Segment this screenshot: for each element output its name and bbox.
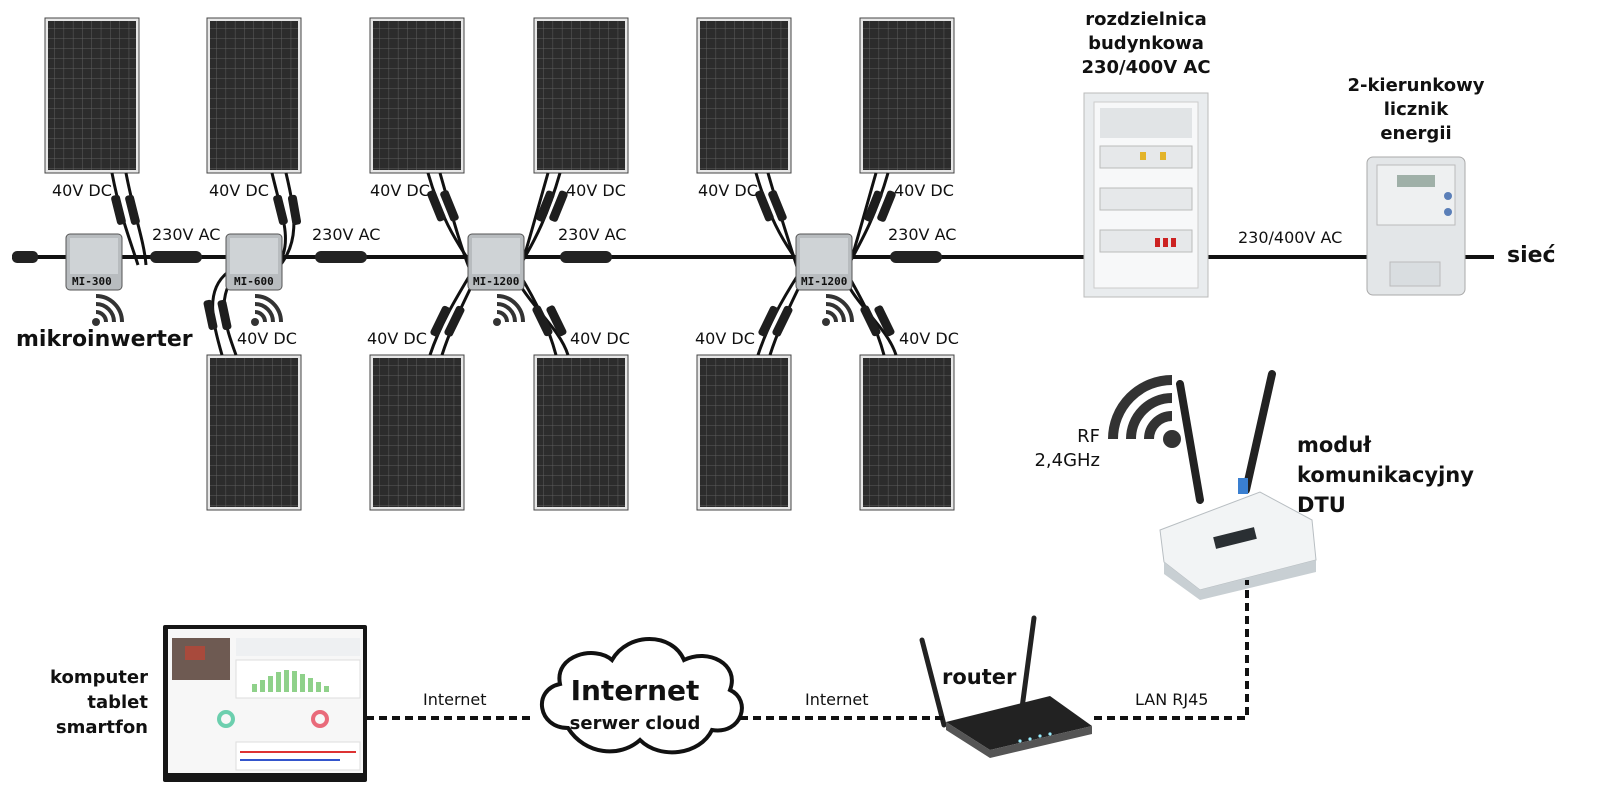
grid-line-voltage-label: 230/400V AC xyxy=(1238,228,1343,247)
distribution-board xyxy=(1083,92,1209,298)
microinverter-caption: mikroinwerter xyxy=(16,327,193,352)
dc-voltage-label: 40V DC xyxy=(52,181,112,200)
dtu-caption: moduł komunikacyjny DTU xyxy=(1297,433,1474,517)
solar-panel xyxy=(44,17,140,174)
dc-voltage-label: 40V DC xyxy=(570,329,630,348)
solar-panel xyxy=(206,17,302,174)
devices-caption: komputer tablet smartfon xyxy=(50,667,148,738)
ac-trunk-cable xyxy=(12,251,1494,263)
microinverter-model-label: MI-1200 xyxy=(801,275,848,288)
ac-voltage-label: 230V AC xyxy=(558,225,627,244)
router-caption: router xyxy=(942,665,1017,689)
wifi-signal-icon xyxy=(822,294,854,326)
cloud-subtitle: serwer cloud xyxy=(569,713,701,734)
solar-panel xyxy=(859,354,955,511)
microinverter-mi-300 xyxy=(65,233,123,291)
network-links xyxy=(366,580,1249,720)
ac-voltage-label: 230V AC xyxy=(888,225,957,244)
ac-voltage-label: 230V AC xyxy=(152,225,221,244)
computer-monitor xyxy=(163,625,367,782)
cloud-title: Internet xyxy=(570,674,700,707)
grid-caption: sieć xyxy=(1507,243,1556,268)
cloud-shape xyxy=(540,637,744,755)
dc-voltage-label: 40V DC xyxy=(237,329,297,348)
dtu-module xyxy=(1159,370,1317,600)
router xyxy=(919,615,1092,758)
internet-link-label: Internet xyxy=(805,690,869,709)
dc-voltage-label: 40V DC xyxy=(370,181,430,200)
wifi-signal-icon xyxy=(493,294,525,326)
dc-voltage-label: 40V DC xyxy=(566,181,626,200)
dc-voltage-label: 40V DC xyxy=(698,181,758,200)
distribution-board-caption: rozdzielnica budynkowa 230/400V AC xyxy=(1081,9,1211,78)
wifi-signal-icon xyxy=(251,294,283,326)
dc-voltage-label: 40V DC xyxy=(894,181,954,200)
internet-link-label: Internet xyxy=(423,690,487,709)
microinverter-model-label: MI-300 xyxy=(72,275,112,288)
lan-label: LAN RJ45 xyxy=(1135,690,1209,709)
microinverter-model-label: MI-600 xyxy=(234,275,274,288)
rf-frequency-label: RF 2,4GHz xyxy=(1034,426,1100,471)
microinverter-model-label: MI-1200 xyxy=(473,275,520,288)
energy-meter-caption: 2-kierunkowy licznik energii xyxy=(1347,75,1485,144)
dc-voltage-label: 40V DC xyxy=(695,329,755,348)
microinverter-mi-1200 xyxy=(467,233,525,291)
solar-panel xyxy=(533,17,629,174)
mc4-connectors xyxy=(111,190,896,337)
solar-panel xyxy=(533,354,629,511)
solar-panel xyxy=(206,354,302,511)
microinverter-mi-600 xyxy=(225,233,283,291)
solar-panel xyxy=(696,354,792,511)
solar-panel xyxy=(369,17,465,174)
dc-voltage-label: 40V DC xyxy=(899,329,959,348)
microinverter-mi-1200 xyxy=(795,233,853,291)
dc-voltage-label: 40V DC xyxy=(209,181,269,200)
solar-panel xyxy=(859,17,955,174)
energy-meter xyxy=(1366,156,1466,296)
solar-panel xyxy=(696,17,792,174)
wifi-signal-icon xyxy=(92,294,124,326)
solar-panel xyxy=(369,354,465,511)
rf-signal-icon xyxy=(1108,375,1181,448)
dc-voltage-label: 40V DC xyxy=(367,329,427,348)
ac-voltage-label: 230V AC xyxy=(312,225,381,244)
